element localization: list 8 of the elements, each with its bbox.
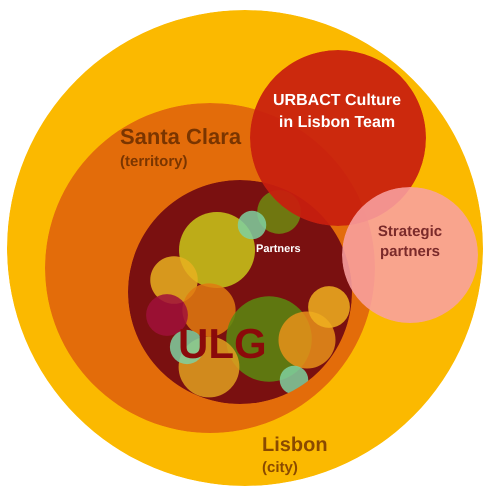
bubble-label: Partners — [256, 243, 301, 255]
circle-title: Strategic partners — [376, 222, 444, 262]
circle-title: Santa Clara — [120, 124, 242, 150]
circle-title: Lisbon — [262, 434, 328, 457]
circle-title: URBACT Culture in Lisbon Team — [272, 91, 402, 133]
circle-subtitle: (city) — [262, 459, 298, 476]
circle-title: ULG — [178, 320, 267, 368]
circle-subtitle: (territory) — [120, 153, 188, 170]
